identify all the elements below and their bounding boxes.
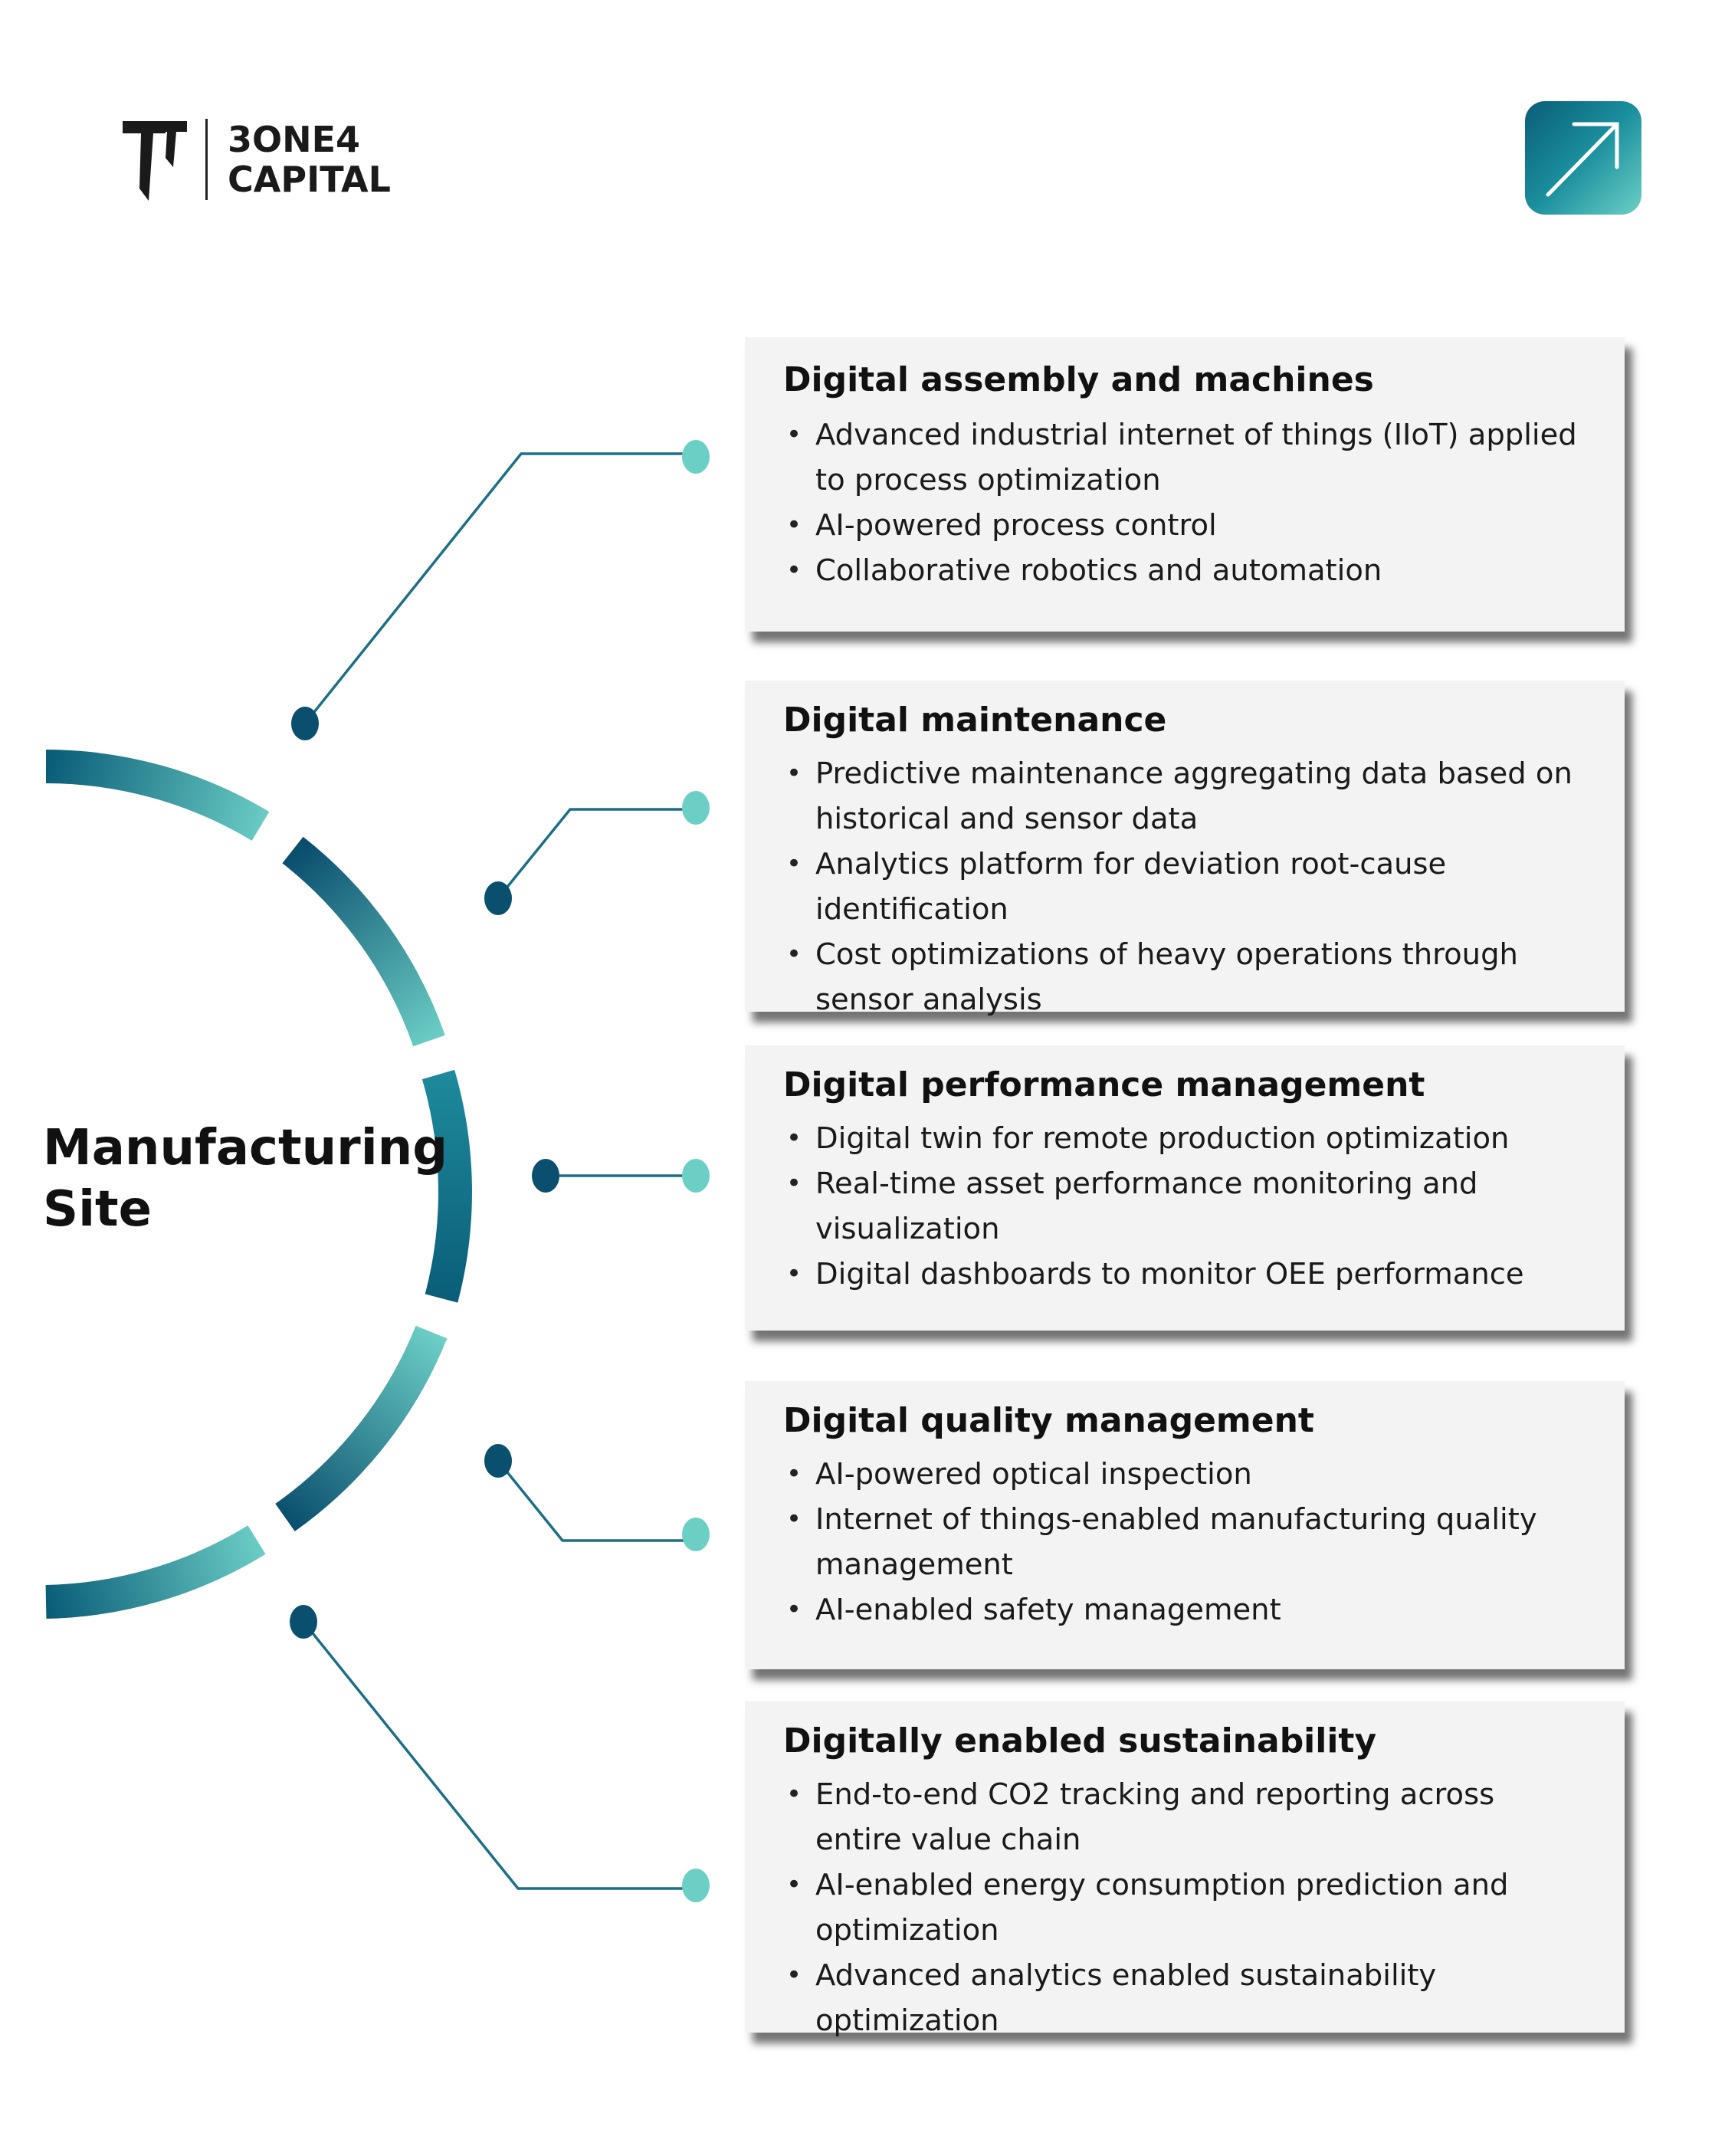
hub-title: Manufacturing Site xyxy=(43,1117,448,1240)
logo-divider xyxy=(205,119,208,200)
list-item: Collaborative robotics and automation xyxy=(783,548,1579,593)
connector-line-2 xyxy=(497,808,696,900)
connector-line-1 xyxy=(303,452,696,725)
card-list: AI-powered optical inspection Internet o… xyxy=(783,1452,1579,1633)
connector-dot-outer-2 xyxy=(682,791,710,825)
card-list: Digital twin for remote production optim… xyxy=(783,1116,1579,1297)
hub-title-line-2: Site xyxy=(43,1181,152,1238)
list-item: Cost optimizations of heavy operations t… xyxy=(783,932,1579,1022)
list-item: Advanced analytics enabled sustainabilit… xyxy=(783,1953,1579,2043)
card-title: Digital assembly and machines xyxy=(783,360,1374,399)
connector-dot-inner-3 xyxy=(532,1159,559,1193)
card-list: Predictive maintenance aggregating data … xyxy=(783,751,1579,1022)
arc-segment-5 xyxy=(45,1525,266,1619)
arc-segment-2 xyxy=(282,836,445,1047)
connector-dot-inner-4 xyxy=(484,1444,512,1478)
list-item: Real-time asset performance monitoring a… xyxy=(783,1161,1579,1252)
connector-dot-inner-1 xyxy=(291,707,319,740)
card-digital-sustainability: Digitally enabled sustainability End-to-… xyxy=(745,1702,1625,2038)
arrow-up-right-icon xyxy=(1525,101,1641,215)
arc-segment-1 xyxy=(45,750,270,841)
list-item: Predictive maintenance aggregating data … xyxy=(783,751,1579,842)
card-title: Digital performance management xyxy=(783,1065,1425,1104)
connector-dot-outer-5 xyxy=(682,1869,710,1902)
brand-name: 3ONE4 CAPITAL xyxy=(228,120,391,199)
connector-dot-outer-1 xyxy=(682,440,710,474)
arc-segment-3 xyxy=(421,1069,472,1303)
list-item: Advanced industrial internet of things (… xyxy=(783,412,1579,503)
card-digital-assembly: Digital assembly and machines Advanced i… xyxy=(745,337,1625,632)
list-item: Internet of things-enabled manufacturing… xyxy=(783,1497,1579,1587)
arc-segment-4 xyxy=(275,1325,448,1531)
connector-line-5 xyxy=(302,1620,696,1890)
card-digital-performance: Digital performance management Digital t… xyxy=(745,1045,1625,1331)
brand-line-1: 3ONE4 xyxy=(228,119,361,160)
brand-line-2: CAPITAL xyxy=(228,159,391,200)
card-title: Digitally enabled sustainability xyxy=(783,1721,1377,1761)
list-item: Digital twin for remote production optim… xyxy=(783,1116,1579,1161)
connector-dot-outer-4 xyxy=(682,1518,710,1551)
logo-mark-icon xyxy=(123,121,187,201)
card-list: End-to-end CO2 tracking and reporting ac… xyxy=(783,1772,1579,2043)
connector-line-4 xyxy=(497,1459,696,1542)
card-list: Advanced industrial internet of things (… xyxy=(783,412,1579,593)
hub-title-line-1: Manufacturing xyxy=(43,1120,448,1176)
list-item: AI-powered process control xyxy=(783,503,1579,548)
hub-diagram xyxy=(45,440,710,1902)
list-item: Analytics platform for deviation root-ca… xyxy=(783,842,1579,932)
connector-dot-outer-3 xyxy=(682,1159,710,1193)
list-item: AI-powered optical inspection xyxy=(783,1452,1579,1497)
list-item: AI-enabled energy consumption prediction… xyxy=(783,1862,1579,1953)
card-digital-maintenance: Digital maintenance Predictive maintenan… xyxy=(745,681,1625,1017)
connector-dot-inner-2 xyxy=(484,881,512,915)
card-title: Digital maintenance xyxy=(783,701,1167,740)
list-item: End-to-end CO2 tracking and reporting ac… xyxy=(783,1772,1579,1862)
list-item: AI-enabled safety management xyxy=(783,1587,1579,1633)
connector-dot-inner-5 xyxy=(290,1605,317,1639)
list-item: Digital dashboards to monitor OEE perfor… xyxy=(783,1252,1579,1297)
brand-logo: 3ONE4 CAPITAL xyxy=(123,116,391,202)
card-digital-quality: Digital quality management AI-powered op… xyxy=(745,1381,1625,1669)
card-title: Digital quality management xyxy=(783,1401,1314,1440)
